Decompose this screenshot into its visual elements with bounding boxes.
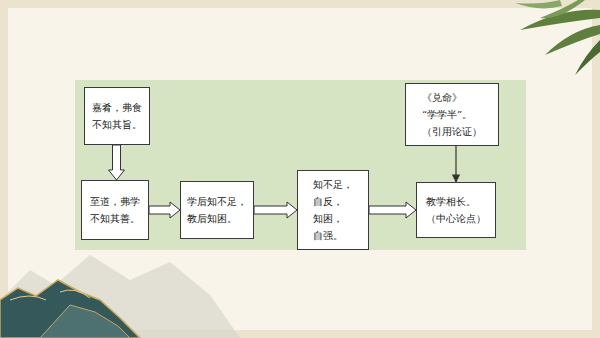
mountain-highlight [10, 290, 90, 300]
mountain [40, 305, 130, 338]
distant-mountain [0, 255, 240, 338]
block-arrow [369, 202, 416, 218]
block-arrow [109, 145, 125, 180]
mountain [0, 280, 140, 338]
text-box: 学后知不足， 教后知困。 [180, 181, 254, 239]
text-box: 教学相长。 （中心论点） [416, 182, 496, 238]
text-box: 知不足，自反， 知困，自强。 [297, 170, 369, 250]
box-text: 知不足，自反， 知困，自强。 [313, 176, 353, 244]
box-text: 至道，弗学 不知其善。 [90, 193, 140, 227]
box-text: 学后知不足， 教后知困。 [187, 193, 247, 227]
arrow-line [455, 146, 456, 183]
leaves [515, 0, 600, 75]
text-box: 嘉肴，弗食 不知其旨。 [84, 87, 150, 145]
text-box: 《兑命》“学学半”。 （引用论证） [405, 83, 499, 146]
leaf [515, 0, 562, 8]
leaf [575, 40, 600, 75]
text-box: 至道，弗学 不知其善。 [81, 180, 149, 240]
block-arrow [149, 202, 180, 218]
block-arrow [254, 202, 297, 218]
panel [75, 80, 526, 250]
box-text: 《兑命》“学学半”。 （引用论证） [422, 89, 482, 140]
box-text: 嘉肴，弗食 不知其旨。 [92, 99, 142, 133]
box-text: 教学相长。 （中心论点） [426, 193, 486, 227]
